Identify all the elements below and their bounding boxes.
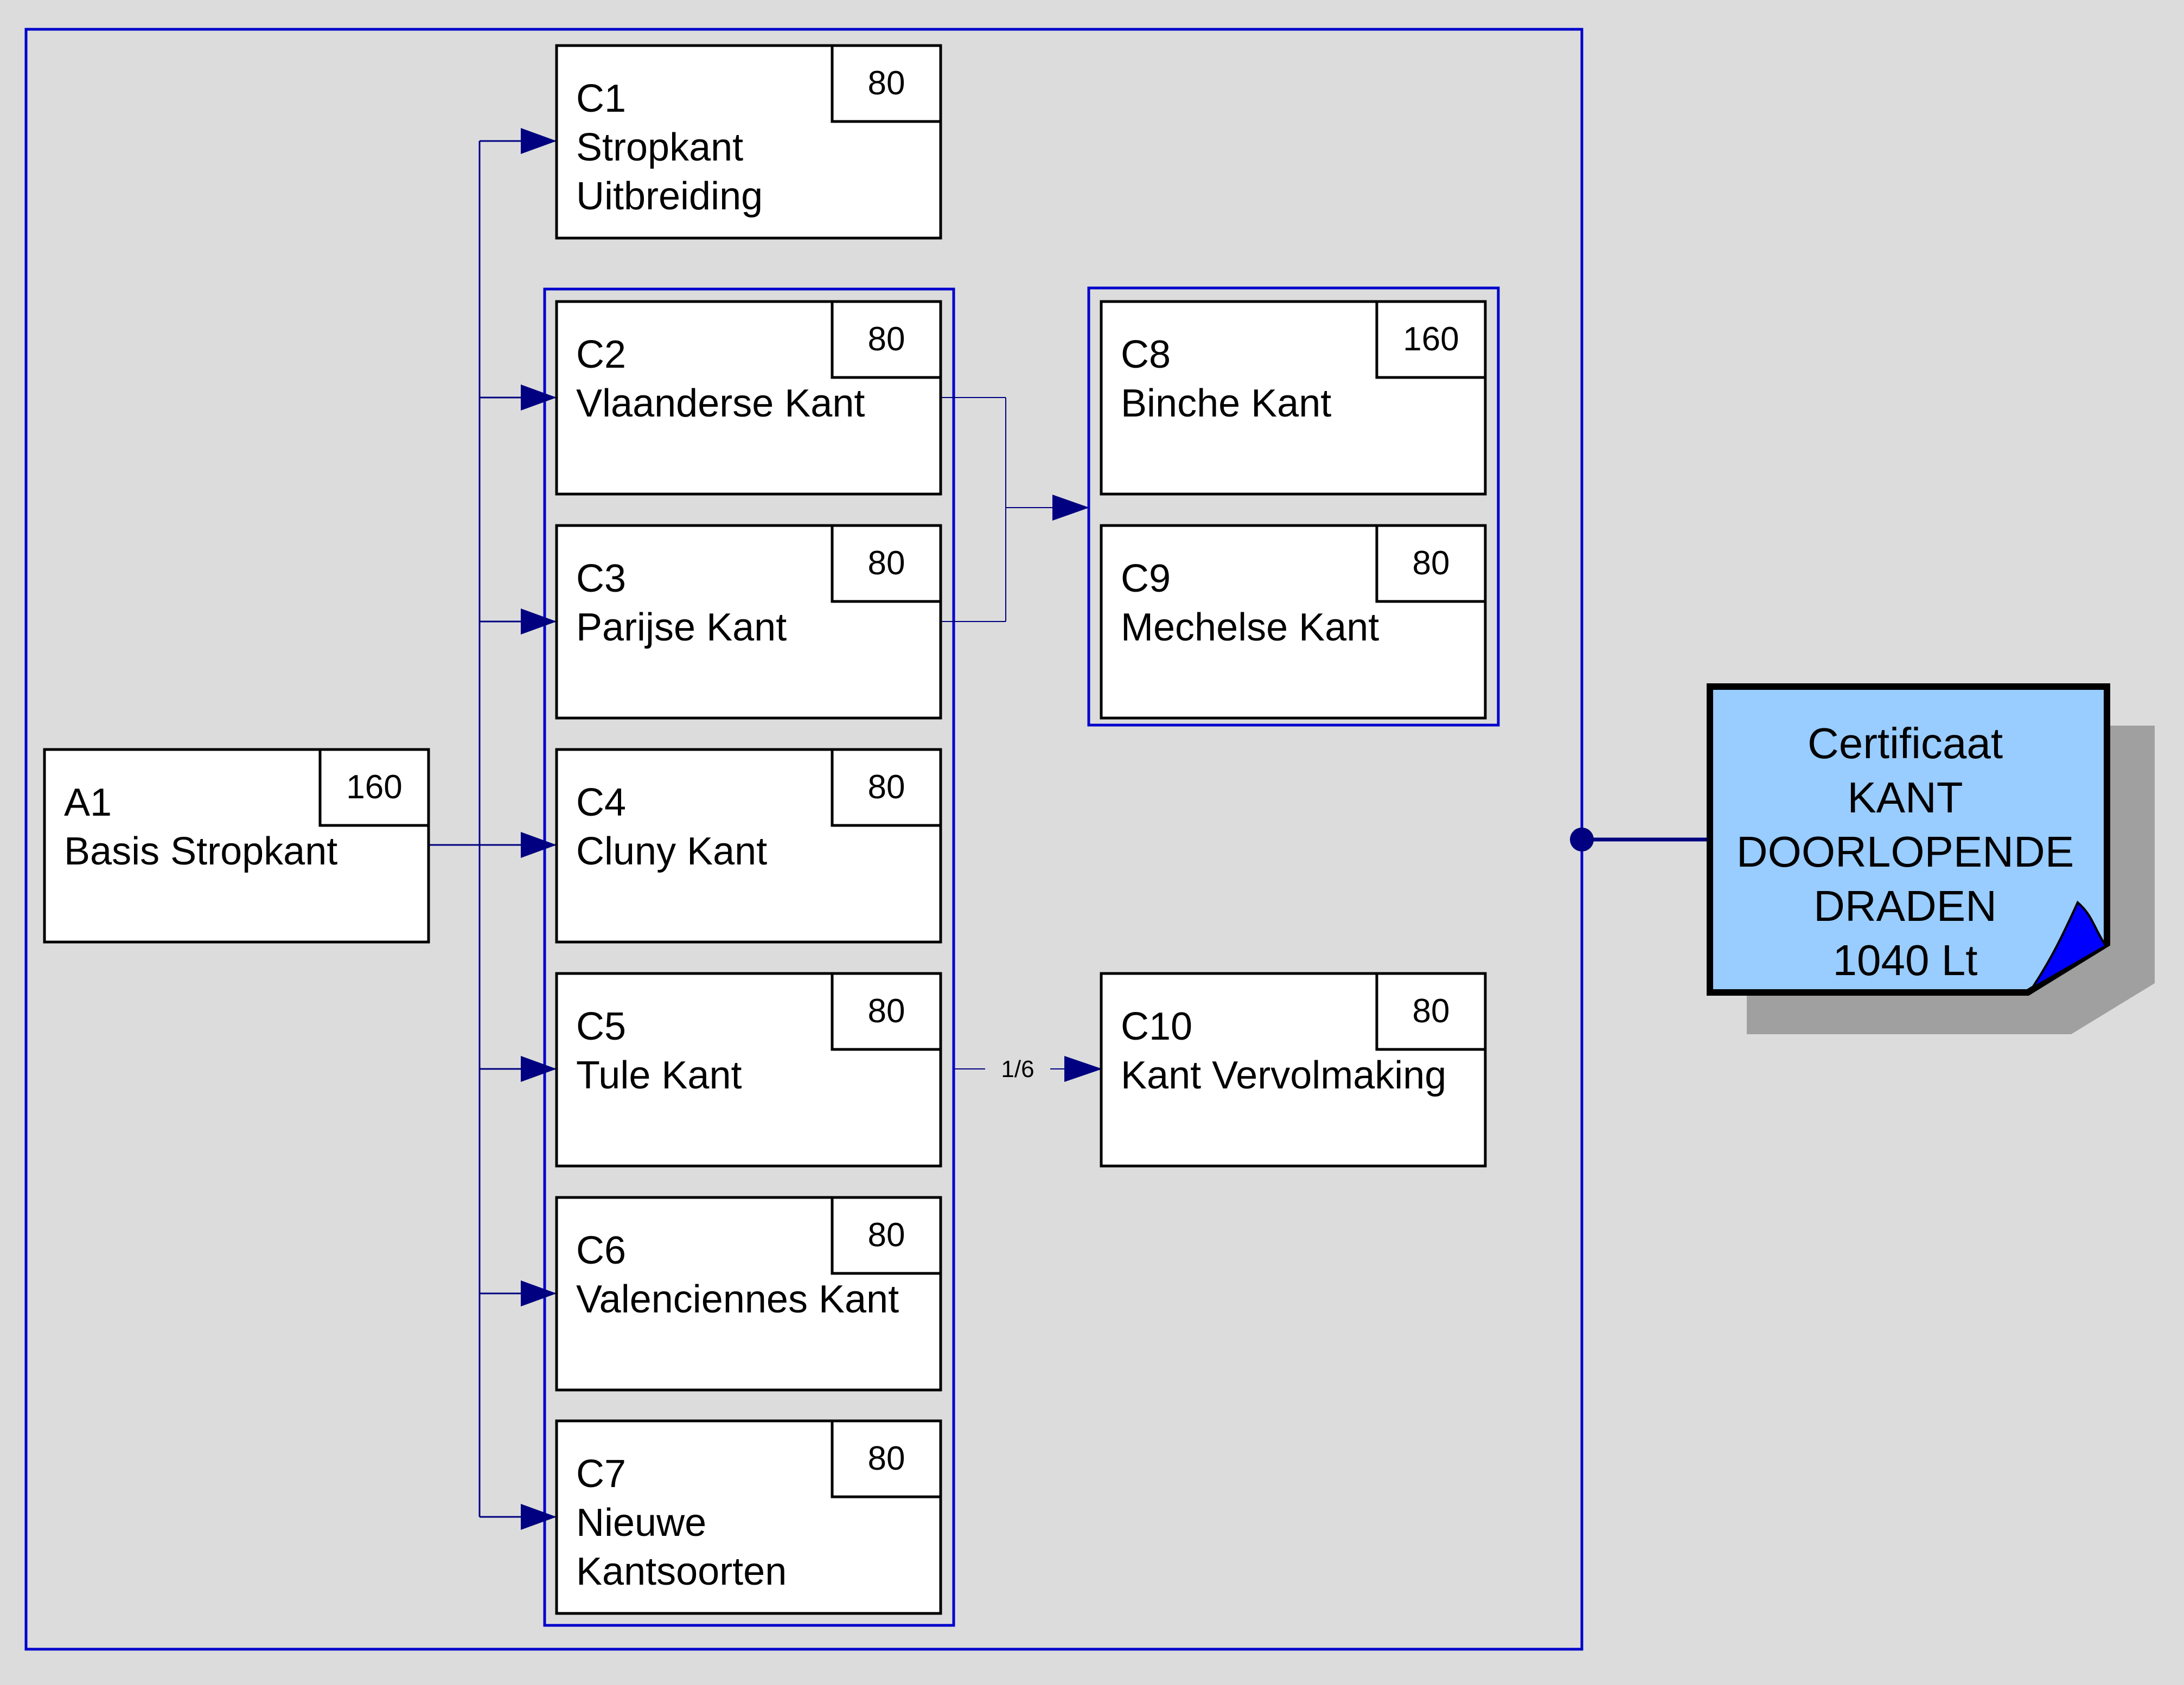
module-code: C3 xyxy=(576,557,626,600)
module-name: Basis Stropkant xyxy=(64,830,337,873)
module-code: C7 xyxy=(576,1452,626,1496)
module-hours: 80 xyxy=(868,65,905,102)
module-hours: 80 xyxy=(868,992,905,1030)
module-name: Parijse Kant xyxy=(576,606,787,649)
hours-box xyxy=(831,972,942,1051)
a1-connectors xyxy=(430,140,555,1518)
hours-box xyxy=(1375,972,1487,1051)
module-hours: 80 xyxy=(868,768,905,806)
module-code: A1 xyxy=(64,781,112,824)
module-hours: 80 xyxy=(1413,992,1450,1030)
module-code: C9 xyxy=(1121,557,1171,600)
certificate-line: 1040 Lt xyxy=(1833,936,1978,984)
module-hours: 80 xyxy=(868,544,905,582)
c8-c9-arrowhead xyxy=(1052,495,1089,521)
module-code: C2 xyxy=(576,333,626,376)
module-name: Kant Vervolmaking xyxy=(1121,1054,1446,1097)
hours-box xyxy=(318,748,430,827)
c2-c3-to-c8-c9-connector xyxy=(942,397,1056,622)
module-code: C5 xyxy=(576,1005,626,1048)
module-name: Vlaanderse Kant xyxy=(576,382,865,425)
module-name: Uitbreiding xyxy=(576,175,763,218)
module-code: C1 xyxy=(576,77,626,120)
certificate-line: KANT xyxy=(1847,773,1963,822)
hours-box xyxy=(831,44,942,123)
module-name: Kantsoorten xyxy=(576,1550,787,1593)
module-hours: 80 xyxy=(868,1216,905,1254)
module-hours: 80 xyxy=(1413,544,1450,582)
hours-box xyxy=(1375,300,1487,379)
hours-box xyxy=(831,1196,942,1275)
module-hours: 160 xyxy=(1403,321,1459,358)
c8-c9-group-frame xyxy=(1087,286,1500,727)
c10-arrowhead xyxy=(1064,1056,1102,1082)
module-hours: 80 xyxy=(868,1440,905,1477)
module-code: C8 xyxy=(1121,333,1171,376)
module-name: Nieuwe xyxy=(576,1501,706,1545)
ratio-label: 1/6 xyxy=(1001,1056,1034,1082)
module-name: Binche Kant xyxy=(1121,382,1331,425)
hours-box xyxy=(1375,524,1487,603)
module-code: C6 xyxy=(576,1229,626,1272)
hours-box xyxy=(831,524,942,603)
c2-c7-group-frame xyxy=(543,287,955,1627)
hours-box xyxy=(831,748,942,827)
module-name: Stropkant xyxy=(576,126,743,169)
module-name: Mechelse Kant xyxy=(1121,606,1379,649)
module-code: C4 xyxy=(576,781,626,824)
connector-dot xyxy=(1570,828,1594,851)
page-curl-icon xyxy=(2031,900,2108,989)
hours-box xyxy=(831,1419,942,1498)
certificate-line: DOORLOPENDE xyxy=(1736,828,2074,876)
certificate-line: Certificaat xyxy=(1808,719,2003,767)
module-code: C10 xyxy=(1121,1005,1192,1048)
module-name: Cluny Kant xyxy=(576,830,767,873)
module-name: Valenciennes Kant xyxy=(576,1278,899,1321)
certificate-line: DRADEN xyxy=(1813,882,1997,930)
hours-box xyxy=(831,300,942,379)
a1-arrowheads xyxy=(521,128,557,1530)
module-name: Tule Kant xyxy=(576,1054,742,1097)
module-hours: 160 xyxy=(346,768,402,806)
module-hours: 80 xyxy=(868,321,905,358)
